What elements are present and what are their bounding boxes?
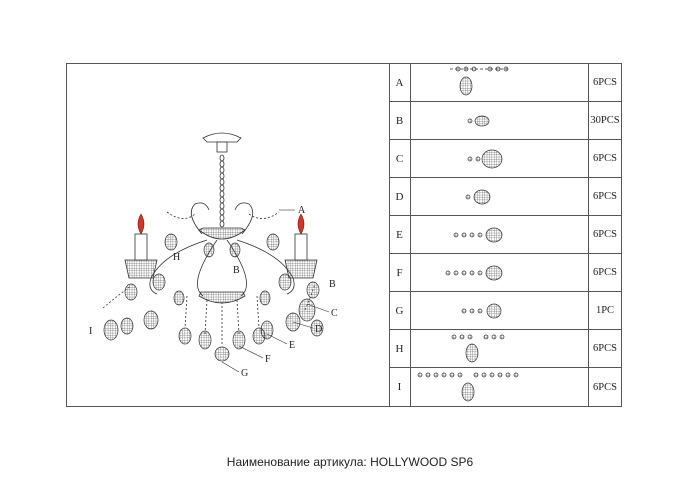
part-row: B 30PCS <box>389 102 621 140</box>
callout-label: I <box>89 326 92 337</box>
part-row: F 6PCS <box>389 254 621 292</box>
part-qty: 6PCS <box>593 343 617 354</box>
small-octagon-crystal-icon <box>410 102 589 139</box>
callout-label: G <box>241 368 248 379</box>
parts-table: A 6PCS B 30PCS C <box>389 64 621 406</box>
part-row: H 6PCS <box>389 330 621 368</box>
part-letter: I <box>389 368 411 406</box>
part-letter: C <box>389 140 411 177</box>
part-letter: F <box>389 254 411 291</box>
medium-oval-crystal-icon <box>410 178 589 215</box>
part-letter: H <box>389 330 411 367</box>
callout-label: D <box>315 324 322 335</box>
part-row: D 6PCS <box>389 178 621 216</box>
part-qty: 6PCS <box>593 191 617 202</box>
callout-label: H <box>173 252 180 263</box>
part-row: A 6PCS <box>389 64 621 102</box>
round-ball-crystal-icon <box>410 292 589 329</box>
chain <box>219 154 225 228</box>
part-letter: G <box>389 292 411 329</box>
part-qty: 6PCS <box>593 153 617 164</box>
part-row: G 1PC <box>389 292 621 330</box>
bead-chain-with-drop-icon <box>410 330 589 367</box>
article-caption: Наименование артикула: HOLLYWOOD SP6 <box>226 455 474 469</box>
part-row: C 6PCS <box>389 140 621 178</box>
part-qty: 6PCS <box>593 77 617 88</box>
long-beads-with-oval-crystal-icon <box>410 254 589 291</box>
callout-label: C <box>331 308 338 319</box>
part-qty: 6PCS <box>593 381 617 393</box>
long-bead-chain-with-drop-icon <box>410 368 589 406</box>
large-oval-crystal-icon <box>410 140 589 177</box>
beads-with-oval-crystal-icon <box>410 216 589 253</box>
part-qty: 6PCS <box>593 229 617 240</box>
part-qty: 30PCS <box>590 115 620 126</box>
part-qty: 6PCS <box>593 267 617 278</box>
callout-label: B <box>233 265 240 276</box>
part-row: E 6PCS <box>389 216 621 254</box>
chandelier-drawing: A B H B C D E F G I <box>67 64 390 406</box>
part-letter: D <box>389 178 411 215</box>
callout-label: B <box>329 279 336 290</box>
callout-label: F <box>265 354 271 365</box>
part-letter: E <box>389 216 411 253</box>
part-letter: A <box>389 64 411 101</box>
callout-label: E <box>289 340 295 351</box>
part-qty: 1PC <box>595 305 615 316</box>
callout-label: A <box>298 205 306 216</box>
part-letter: B <box>389 102 411 139</box>
chandelier-illustration: A B H B C D E F G I <box>89 132 338 379</box>
bead-chain-with-drop-icon <box>410 64 589 101</box>
part-row: I 6PCS <box>389 368 621 406</box>
assembly-sheet: A B H B C D E F G I A 6PCS B <box>66 63 622 407</box>
